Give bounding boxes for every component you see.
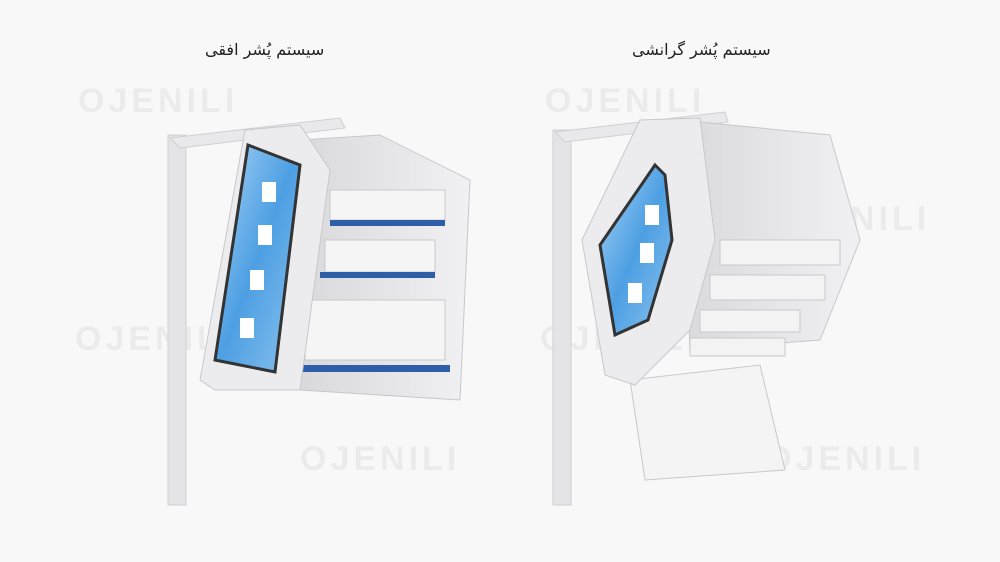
horizontal-pusher-title: سیستم پُشر افقی — [205, 40, 325, 59]
horizontal-pusher-unit — [167, 117, 471, 506]
gravity-pusher-unit — [552, 111, 861, 506]
watermark: OJENILI — [765, 440, 926, 478]
gravity-pusher-title: سیستم پُشر گرانشی — [632, 40, 771, 59]
watermark: OJENILI — [300, 440, 461, 478]
watermark: OJENILI — [78, 82, 239, 120]
watermark: OJENILI — [545, 82, 706, 120]
